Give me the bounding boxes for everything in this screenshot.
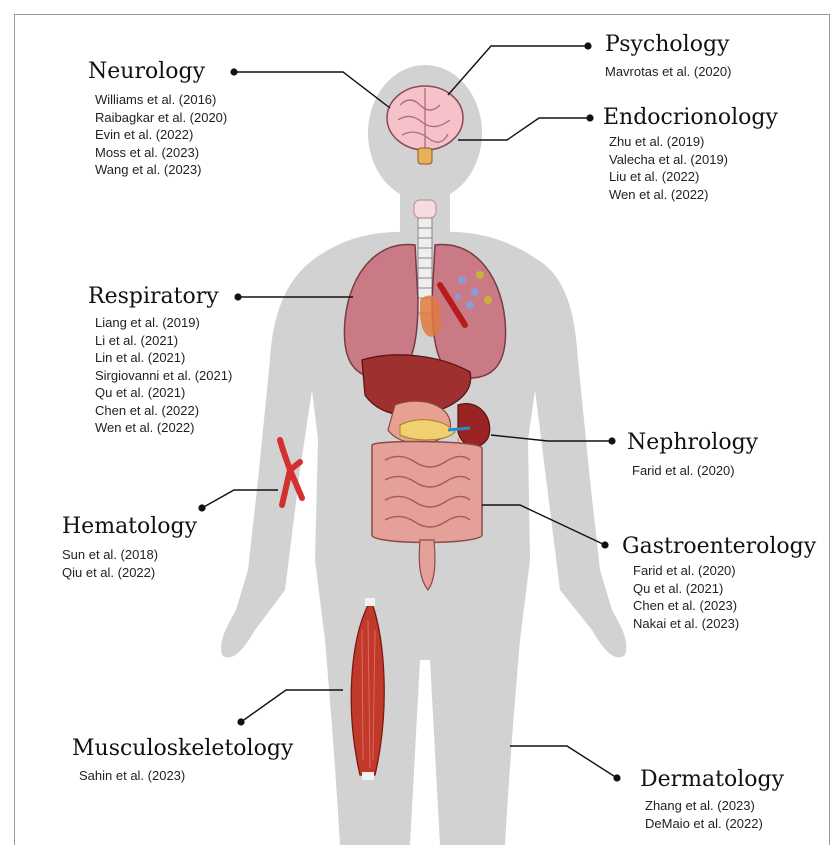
reference-item: Zhang et al. (2023) — [645, 797, 763, 815]
reference-item: Valecha et al. (2019) — [609, 151, 728, 169]
reference-item: Lin et al. (2021) — [95, 349, 232, 367]
nephrology-title: Nephrology — [627, 430, 758, 455]
reference-item: Zhu et al. (2019) — [609, 133, 728, 151]
reference-item: Chen et al. (2022) — [95, 402, 232, 420]
gastroenterology-refs: Farid et al. (2020) Qu et al. (2021) Che… — [633, 562, 739, 632]
reference-item: Mavrotas et al. (2020) — [605, 63, 731, 81]
reference-item: Sun et al. (2018) — [62, 546, 158, 564]
reference-item: Evin et al. (2022) — [95, 126, 227, 144]
reference-item: Qu et al. (2021) — [95, 384, 232, 402]
nephrology-refs: Farid et al. (2020) — [632, 462, 735, 480]
musculoskeletology-title: Musculoskeletology — [72, 736, 293, 761]
reference-item: Liang et al. (2019) — [95, 314, 232, 332]
hematology-title: Hematology — [62, 514, 197, 539]
reference-item: Sirgiovanni et al. (2021) — [95, 367, 232, 385]
reference-item: Wen et al. (2022) — [609, 186, 728, 204]
neurology-refs: Williams et al. (2016) Raibagkar et al. … — [95, 91, 227, 179]
psychology-refs: Mavrotas et al. (2020) — [605, 63, 731, 81]
reference-item: Farid et al. (2020) — [633, 562, 739, 580]
respiratory-refs: Liang et al. (2019) Li et al. (2021) Lin… — [95, 314, 232, 437]
reference-item: Nakai et al. (2023) — [633, 615, 739, 633]
reference-item: Wang et al. (2023) — [95, 161, 227, 179]
endocrinology-title: Endocrionology — [603, 105, 778, 130]
reference-item: Qu et al. (2021) — [633, 580, 739, 598]
musculoskeletology-refs: Sahin et al. (2023) — [79, 767, 185, 785]
psychology-title: Psychology — [605, 32, 729, 57]
reference-item: Raibagkar et al. (2020) — [95, 109, 227, 127]
reference-item: Liu et al. (2022) — [609, 168, 728, 186]
gastroenterology-title: Gastroenterology — [622, 534, 816, 559]
neurology-title: Neurology — [88, 59, 205, 84]
reference-item: Qiu et al. (2022) — [62, 564, 158, 582]
reference-item: DeMaio et al. (2022) — [645, 815, 763, 833]
dermatology-title: Dermatology — [640, 767, 784, 792]
endocrinology-refs: Zhu et al. (2019) Valecha et al. (2019) … — [609, 133, 728, 203]
reference-item: Sahin et al. (2023) — [79, 767, 185, 785]
reference-item: Wen et al. (2022) — [95, 419, 232, 437]
reference-item: Farid et al. (2020) — [632, 462, 735, 480]
reference-item: Williams et al. (2016) — [95, 91, 227, 109]
dermatology-refs: Zhang et al. (2023) DeMaio et al. (2022) — [645, 797, 763, 832]
reference-item: Moss et al. (2023) — [95, 144, 227, 162]
reference-item: Li et al. (2021) — [95, 332, 232, 350]
hematology-refs: Sun et al. (2018) Qiu et al. (2022) — [62, 546, 158, 581]
respiratory-title: Respiratory — [88, 284, 219, 309]
reference-item: Chen et al. (2023) — [633, 597, 739, 615]
